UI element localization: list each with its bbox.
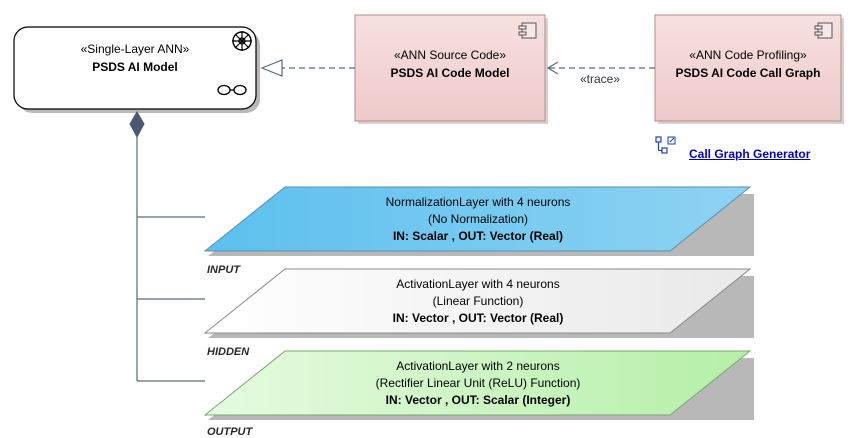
hidden-layer-io: IN: Vector , OUT: Vector (Real) [392,311,564,325]
model-name: PSDS AI Model [92,60,178,74]
source-code-box[interactable] [354,14,546,122]
input-layer-text: NormalizationLayer with 4 neurons (No No… [218,194,738,245]
model-stereotype: «Single-Layer ANN» [80,42,190,56]
input-layer-subtitle: (No Normalization) [427,212,529,226]
output-layer-text: ActivationLayer with 2 neurons (Rectifie… [218,358,738,409]
input-layer-tag: INPUT [207,264,240,276]
output-layer[interactable] [203,350,752,416]
trace-label: «trace» [580,72,621,86]
input-layer-title: NormalizationLayer with 4 neurons [385,195,571,209]
source-code-stereotype: «ANN Source Code» [393,48,507,62]
source-code-name: PSDS AI Code Model [390,66,510,80]
component-icon [518,22,537,39]
call-graph-generator-link[interactable]: Call Graph Generator [689,147,811,161]
component-icon [814,22,833,39]
model-box[interactable] [13,26,257,110]
hidden-layer-title: ActivationLayer with 4 neurons [396,277,560,291]
input-layer-io: IN: Scalar , OUT: Vector (Real) [392,229,564,243]
profiling-name: PSDS AI Code Call Graph [675,66,821,80]
hidden-layer-tag: HIDDEN [207,346,250,358]
profiling-stereotype: «ANN Code Profiling» [689,48,807,62]
composition-diamond [129,111,145,139]
trace-arrowhead [546,61,559,75]
diagram-link-icon[interactable] [655,136,677,156]
profiling-label: «ANN Code Profiling» PSDS AI Code Call G… [655,46,841,82]
profiling-box[interactable] [654,14,842,122]
output-layer-subtitle: (Rectifier Linear Unit (ReLU) Function) [375,376,581,390]
output-layer-tag: OUTPUT [207,426,253,438]
neural-net-icon [232,31,252,51]
infinity-glasses-icon [217,84,247,96]
hidden-layer[interactable] [203,268,752,334]
source-code-label: «ANN Source Code» PSDS AI Code Model [355,46,545,82]
hidden-layer-subtitle: (Linear Function) [432,294,524,308]
realization-arrowhead [260,59,283,77]
hidden-layer-text: ActivationLayer with 4 neurons (Linear F… [218,276,738,327]
output-layer-io: IN: Vector , OUT: Scalar (Integer) [385,393,571,407]
input-layer[interactable] [203,186,752,252]
model-label: «Single-Layer ANN» PSDS AI Model [14,40,256,76]
output-layer-title: ActivationLayer with 2 neurons [396,359,560,373]
